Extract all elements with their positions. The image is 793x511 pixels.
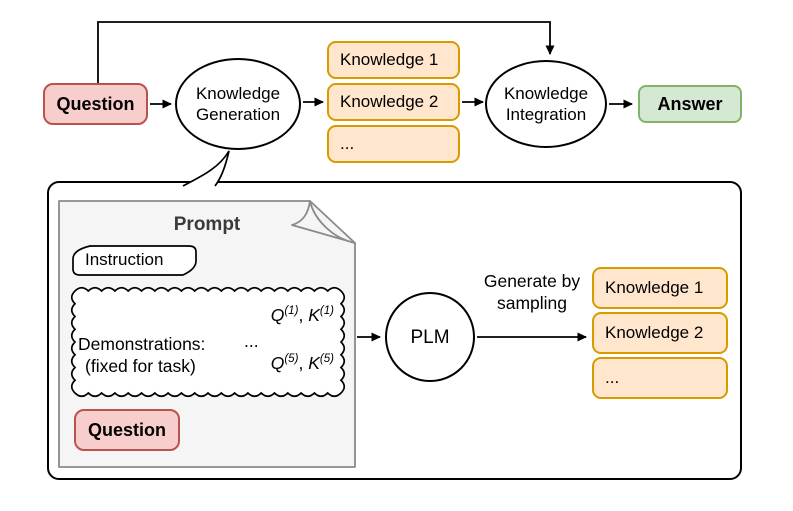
demo-k5-sup: (5) [319, 353, 334, 366]
callout-tail-left-curve [182, 150, 230, 187]
generated-knowledge-box-ellipsis-label: ... [605, 368, 620, 387]
demo-k1-base: K [308, 305, 320, 325]
instruction-label: Instruction [85, 250, 164, 269]
generated-knowledge-box-1: Knowledge 1 [592, 267, 728, 309]
demonstrations-label: Demonstrations: [78, 334, 206, 354]
knowledge-box-1-label: Knowledge 1 [340, 50, 439, 69]
prompt-panel-fold-icon [291, 200, 356, 244]
generated-knowledge-box-2: Knowledge 2 [592, 312, 728, 354]
knowledge-integration-ellipse: Knowledge Integration [485, 60, 607, 148]
generate-by-sampling-line1: Generate by [483, 271, 581, 291]
generate-by-sampling-line2: sampling [496, 293, 568, 313]
demo-k5-base: K [308, 353, 320, 373]
demonstrations-sublabel: (fixed for task) [85, 356, 196, 376]
demo-q5-base: Q [270, 353, 285, 373]
knowledge-box-1: Knowledge 1 [327, 41, 460, 79]
knowledge-generation-ellipse: Knowledge Generation [175, 58, 301, 150]
knowledge-box-ellipsis-label: ... [340, 134, 355, 153]
bypass-arrow [97, 21, 555, 83]
demo-pair-5: Q(5), K(5) [233, 353, 334, 374]
knowledge-integration-line2: Integration [505, 105, 587, 124]
question-label: Question [56, 93, 135, 114]
instruction-shape [72, 245, 197, 276]
demonstrations-ellipsis: ... [244, 331, 259, 351]
demo-q1-base: Q [270, 305, 285, 325]
prompt-question-box: Question [74, 409, 180, 451]
generate-by-sampling-label: Generate by sampling [462, 270, 602, 314]
demonstrations-wavy-box [70, 286, 346, 398]
question-box: Question [43, 83, 148, 125]
knowledge-integration-line1: Knowledge [503, 84, 589, 103]
demo-k1-sup: (1) [319, 305, 334, 318]
knowledge-box-ellipsis: ... [327, 125, 460, 163]
demo-pair1-separator: , [298, 305, 309, 325]
knowledge-box-2-label: Knowledge 2 [340, 92, 439, 111]
plm-circle: PLM [385, 292, 475, 382]
generated-knowledge-box-2-label: Knowledge 2 [605, 323, 704, 342]
knowledge-box-2: Knowledge 2 [327, 83, 460, 121]
plm-label: PLM [410, 326, 450, 348]
demo-q5-sup: (5) [284, 353, 299, 366]
knowledge-generation-line1: Knowledge [195, 84, 281, 103]
callout-tail-right-curve [214, 150, 230, 187]
demo-q1-sup: (1) [284, 305, 299, 318]
demo-pair5-separator: , [298, 353, 309, 373]
prompt-title: Prompt [173, 214, 241, 235]
prompt-question-label: Question [87, 419, 166, 440]
knowledge-generation-line2: Generation [195, 105, 281, 124]
answer-label: Answer [657, 93, 723, 114]
demo-pair-1: Q(1), K(1) [233, 305, 334, 326]
generated-knowledge-box-1-label: Knowledge 1 [605, 278, 704, 297]
answer-box: Answer [638, 85, 742, 123]
callout-tail-fill [183, 151, 229, 186]
generated-knowledge-box-ellipsis: ... [592, 357, 728, 399]
